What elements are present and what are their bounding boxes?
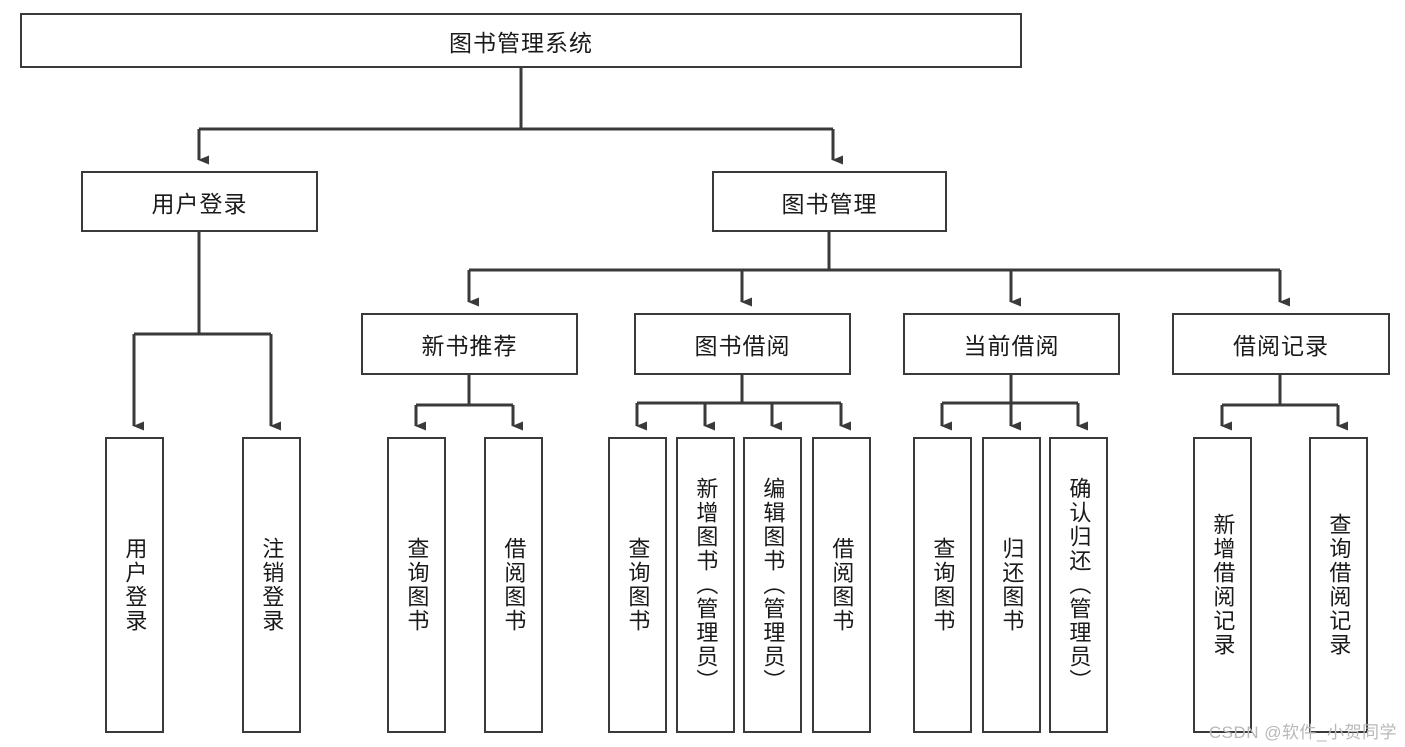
node-leaf-user-login[interactable]: 用户登录 — [105, 437, 164, 733]
node-current-borrow[interactable]: 当前借阅 — [903, 313, 1120, 375]
node-leaf-query-borrow-record[interactable]: 查询借阅记录 — [1309, 437, 1368, 733]
node-leaf-query-book-1[interactable]: 查询图书 — [387, 437, 446, 733]
node-user-login[interactable]: 用户登录 — [81, 171, 318, 232]
node-leaf-return-book[interactable]: 归还图书 — [982, 437, 1041, 733]
node-label: 当前借阅 — [963, 333, 1060, 359]
node-book-manage[interactable]: 图书管理 — [712, 171, 947, 232]
node-label: 用户登录 — [122, 537, 148, 633]
node-leaf-confirm-return-admin[interactable]: 确认归还（管理员） — [1049, 437, 1108, 733]
node-borrow-record[interactable]: 借阅记录 — [1172, 313, 1390, 375]
node-label: 用户登录 — [151, 190, 248, 217]
node-label: 查询图书 — [625, 537, 651, 633]
node-label: 新书推荐 — [421, 333, 518, 359]
node-label: 新增借阅记录 — [1210, 513, 1236, 657]
node-leaf-logout[interactable]: 注销登录 — [242, 437, 301, 733]
node-leaf-query-book-3[interactable]: 查询图书 — [913, 437, 972, 733]
node-root[interactable]: 图书管理系统 — [20, 13, 1022, 68]
node-leaf-borrow-book-2[interactable]: 借阅图书 — [812, 437, 871, 733]
node-book-borrow[interactable]: 图书借阅 — [634, 313, 851, 375]
node-label: 查询图书 — [404, 537, 430, 633]
node-label: 确认归还（管理员） — [1066, 477, 1092, 693]
node-label: 借阅图书 — [829, 537, 855, 633]
node-label: 图书管理 — [781, 190, 878, 217]
node-label: 归还图书 — [999, 537, 1025, 633]
node-leaf-query-book-2[interactable]: 查询图书 — [608, 437, 667, 733]
watermark-text: CSDN @软件_小贺同学 — [1208, 723, 1397, 742]
node-label: 注销登录 — [259, 537, 285, 633]
node-label: 借阅记录 — [1233, 333, 1329, 359]
node-label: 编辑图书（管理员） — [760, 477, 786, 693]
node-leaf-add-borrow-record[interactable]: 新增借阅记录 — [1193, 437, 1252, 733]
node-label: 查询借阅记录 — [1326, 513, 1352, 657]
node-new-book-recommend[interactable]: 新书推荐 — [361, 313, 578, 375]
node-label: 图书借阅 — [694, 333, 791, 359]
node-leaf-borrow-book-1[interactable]: 借阅图书 — [484, 437, 543, 733]
node-label: 新增图书（管理员） — [693, 477, 719, 693]
node-leaf-add-book-admin[interactable]: 新增图书（管理员） — [676, 437, 735, 733]
node-leaf-edit-book-admin[interactable]: 编辑图书（管理员） — [743, 437, 802, 733]
node-label: 借阅图书 — [501, 537, 527, 633]
node-label: 查询图书 — [930, 537, 956, 633]
node-label: 图书管理系统 — [449, 29, 593, 56]
